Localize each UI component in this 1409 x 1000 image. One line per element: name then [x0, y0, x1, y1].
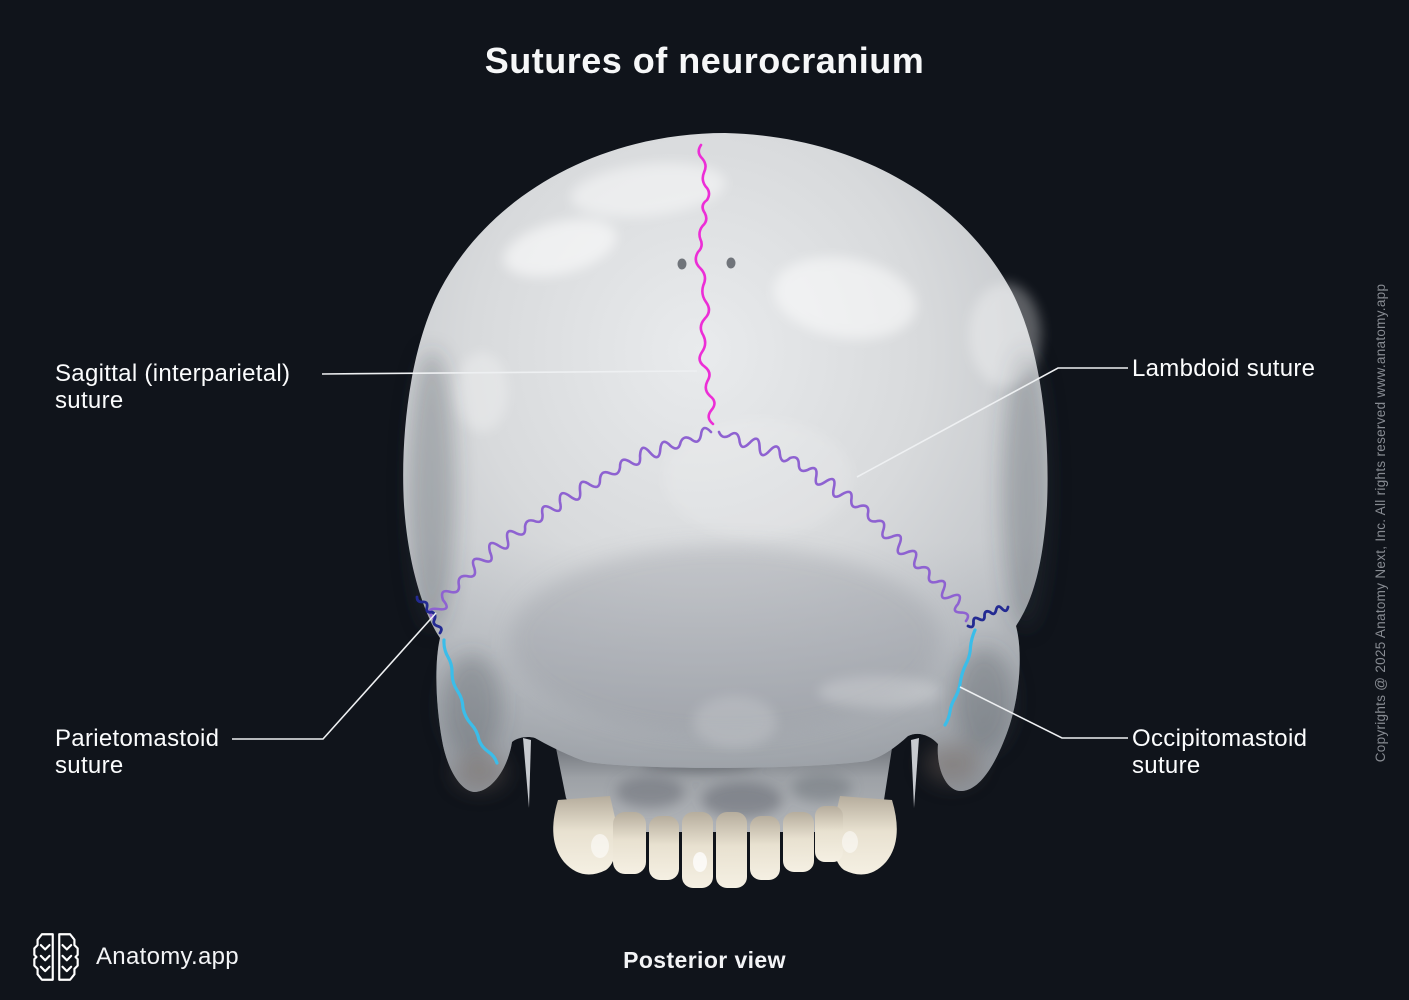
suture-path — [694, 143, 716, 426]
styloid-processes — [523, 738, 919, 808]
page-title: Sutures of neurocranium — [484, 40, 925, 81]
sagittal-leader-line — [321, 370, 698, 375]
suture-path — [966, 605, 1010, 629]
brain-icon — [33, 933, 79, 981]
brand-footer: Anatomy.app — [30, 930, 239, 984]
parietomastoid-leader-line — [232, 612, 437, 740]
suture-path — [415, 595, 443, 635]
sutures — [415, 143, 1010, 765]
parietomastoid-suture-line — [415, 595, 1010, 635]
suture-path — [442, 638, 499, 765]
brand-name: Anatomy.app — [96, 943, 239, 970]
occipitomastoid-suture-line — [442, 628, 977, 765]
lambdoid-leader-line — [856, 367, 1128, 478]
teeth — [553, 796, 897, 888]
skull-shading — [408, 350, 1050, 790]
occipitomastoid-leader-line — [959, 686, 1128, 739]
sagittal-suture-line — [694, 143, 716, 426]
label-lambdoid-suture: Lambdoid suture — [1132, 355, 1316, 382]
maxilla — [556, 748, 892, 833]
suture-path — [943, 628, 977, 727]
leader-lines — [232, 367, 1128, 740]
skull-highlights — [456, 162, 1041, 748]
label-occipitomastoid-suture: Occipitomastoid suture — [1132, 725, 1308, 779]
suture-path — [428, 426, 713, 620]
suture-path — [717, 430, 970, 623]
skull-illustration — [403, 133, 1050, 888]
view-caption: Posterior view — [623, 947, 786, 973]
copyright-watermark: Copyrights @ 2025 Anatomy Next, Inc. All… — [1373, 283, 1388, 763]
lambdoid-suture-line — [428, 426, 970, 623]
label-sagittal-suture: Sagittal (interparietal) suture — [55, 360, 291, 414]
parietal-foramina — [677, 257, 736, 270]
label-parietomastoid-suture: Parietomastoid suture — [55, 725, 220, 779]
